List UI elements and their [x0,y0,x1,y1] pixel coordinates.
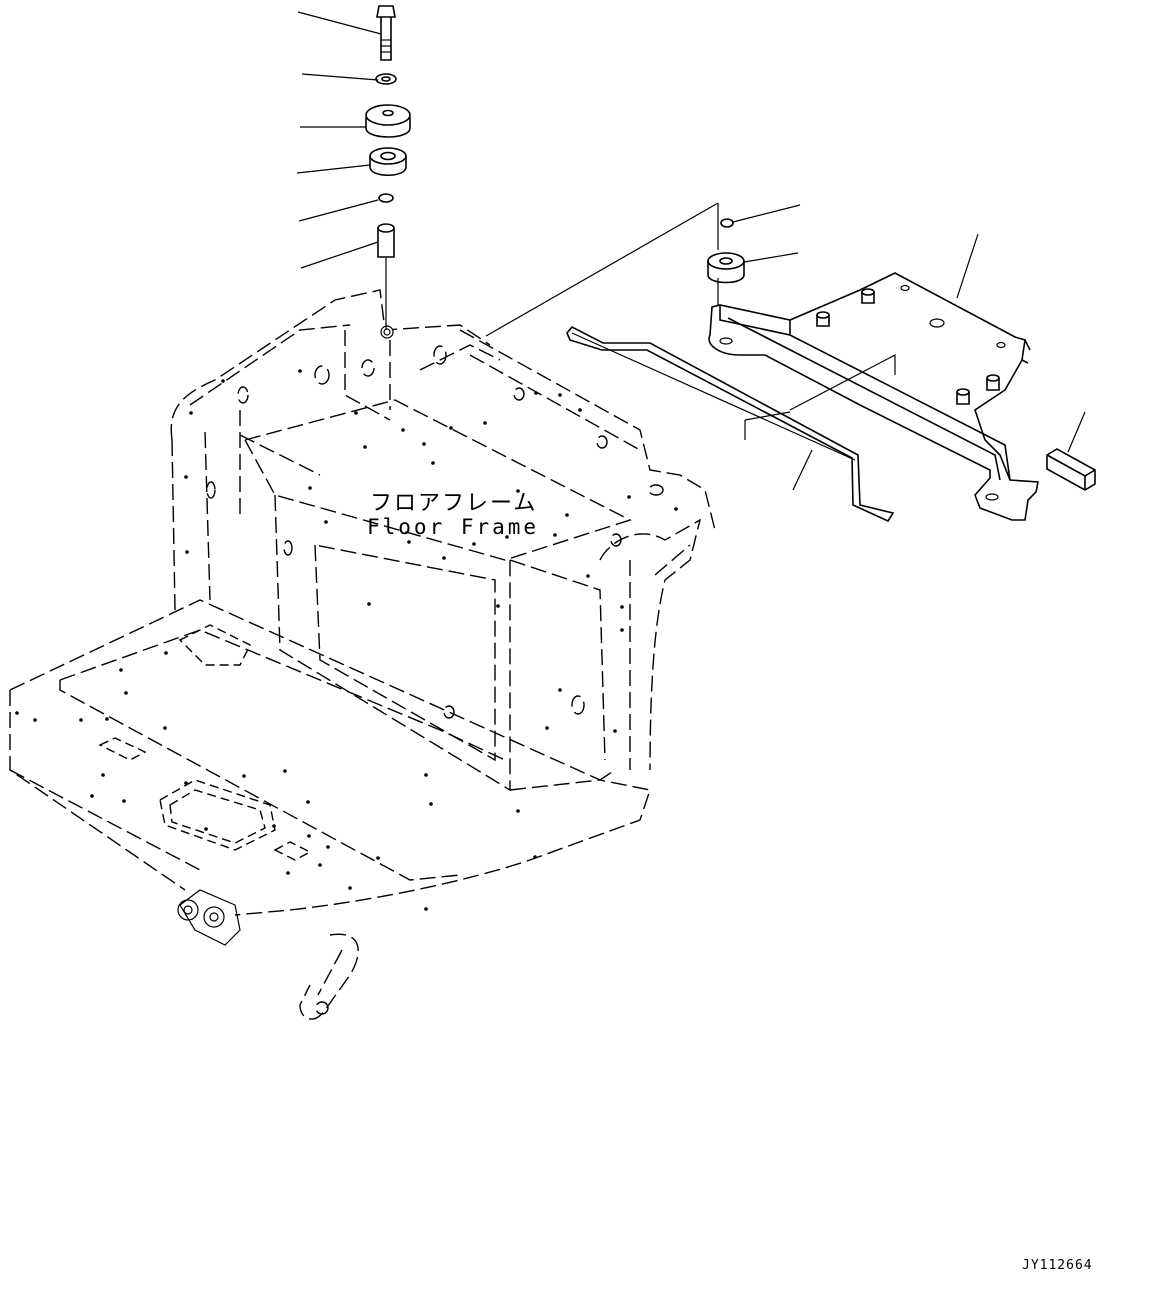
floor-frame-label-jp: フロアフレーム [370,491,537,516]
floor-frame-label-en: Floor Frame [367,515,539,539]
mount-stack [365,5,411,330]
floor-frame [9,289,716,916]
cushion-lower [369,147,407,177]
front-linkage [177,889,359,1020]
drawing-id: JY112664 [1022,1258,1093,1273]
support-bar [566,325,895,523]
leader-lines-left [296,11,382,269]
frame-rivets [15,369,678,911]
rubber-pad [1046,448,1096,491]
bolt [376,5,396,61]
cushion-right [707,252,745,284]
right-assembly [485,202,1096,523]
studs [816,288,1000,405]
o-ring [378,193,394,203]
cushion-upper [365,104,411,138]
o-ring-right [720,218,734,228]
washer [375,73,397,85]
frame-holes [206,325,664,719]
sleeve [377,223,395,258]
mounting-bracket [708,272,1039,521]
